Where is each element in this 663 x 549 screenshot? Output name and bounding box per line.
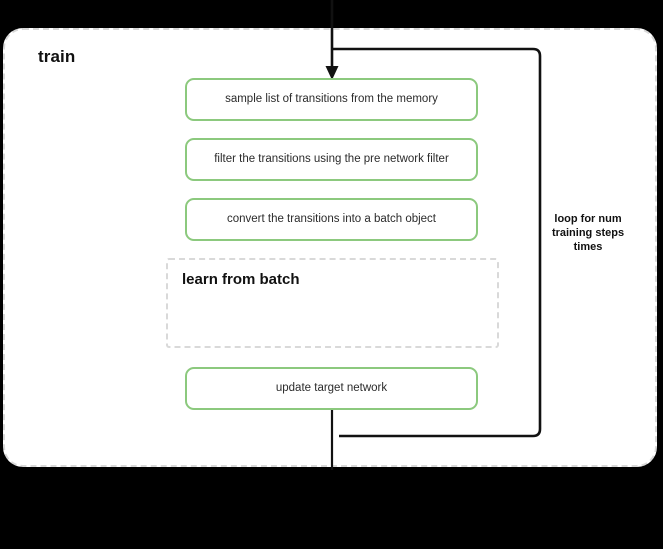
step-sample-transitions[interactable]: sample list of transitions from the memo… bbox=[185, 78, 478, 121]
step-label: sample list of transitions from the memo… bbox=[225, 92, 438, 105]
loop-connector bbox=[332, 47, 542, 438]
step-label: update target network bbox=[275, 381, 388, 394]
incoming-arrowhead bbox=[325, 66, 339, 80]
page-title: train bbox=[38, 47, 76, 66]
step-filter-transitions[interactable]: filter the transitions using the pre net… bbox=[185, 138, 478, 181]
step-label: convert the transitions into a batch obj… bbox=[226, 212, 437, 225]
step-label: filter the transitions using the pre net… bbox=[214, 152, 449, 165]
step-convert-to-batch[interactable]: convert the transitions into a batch obj… bbox=[185, 198, 478, 241]
learn-from-batch-label: learn from batch bbox=[182, 271, 300, 288]
learn-from-batch-block[interactable]: learn from batch bbox=[166, 258, 499, 348]
step-update-target-network[interactable]: update target network bbox=[185, 367, 478, 410]
loop-annotation-label: loop for num training steps times bbox=[551, 213, 625, 254]
